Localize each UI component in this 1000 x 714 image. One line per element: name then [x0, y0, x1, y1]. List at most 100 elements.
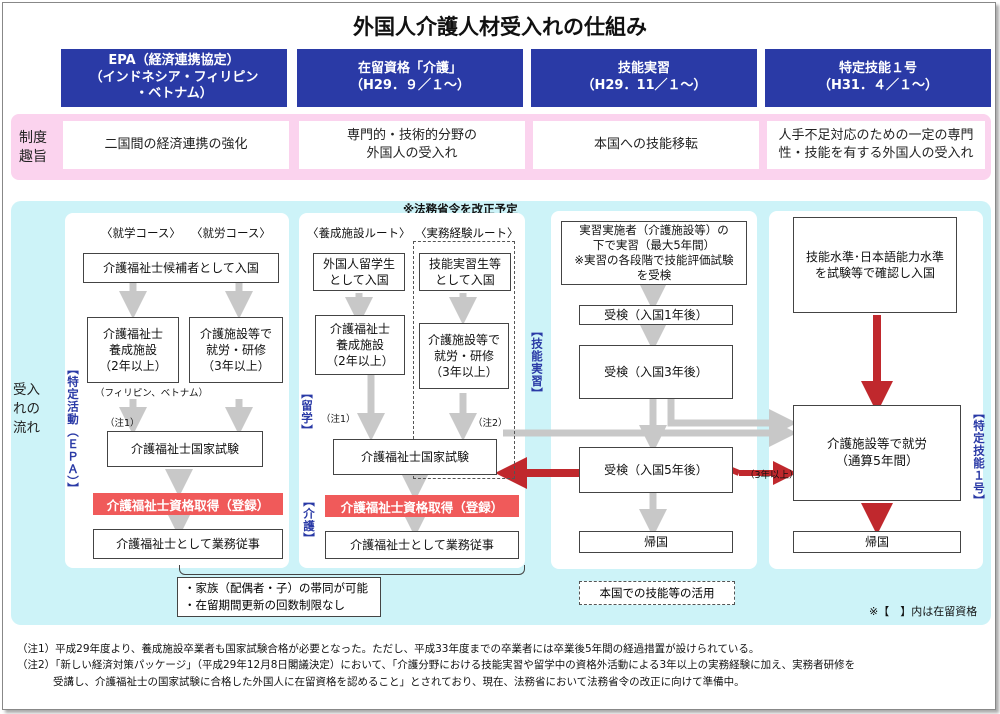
kaigo-route-school: 〈養成施設ルート〉	[307, 226, 411, 240]
epa-school-box: 介護福祉士 養成施設 （2年以上）	[87, 317, 179, 383]
tech-exam3-box: 受検（入国3年後）	[579, 345, 733, 399]
kaigo-status-study: 【留学】	[300, 387, 314, 437]
kaigo-work-l2: 就労・研修	[433, 348, 494, 363]
footnote-2: （注2）「新しい経済対策パッケージ」（平成29年12月8日閣議決定）において、「…	[17, 659, 856, 672]
kaigo-trainee-box: 技能実習生等 として入国	[419, 253, 511, 291]
kaigo-exam-box: 介護福祉士国家試験	[333, 439, 497, 475]
kaigo-school-l2: 養成施設	[335, 337, 384, 352]
header-epa-line3: ・ベトナム）	[135, 86, 213, 102]
tech-status-label: 【技能実習】	[530, 325, 544, 400]
epa-entry-text: 介護福祉士候補者として入国	[103, 260, 259, 275]
header-epa-line2: （インドネシア・フィリピン	[89, 69, 259, 85]
tech-exam3-text: 受検（入国3年後）	[604, 364, 708, 379]
family-bracket	[179, 565, 525, 575]
tech-exam1-box: 受検（入国1年後）	[579, 305, 733, 325]
footnote-1: （注1）平成29年度より、養成施設卒業者も国家試験合格が必要となった。ただし、平…	[17, 643, 760, 655]
kaigo-work-box: 介護施設等で 就労・研修 （3年以上）	[419, 323, 509, 389]
kaigo-exam-text: 介護福祉士国家試験	[360, 449, 469, 464]
epa-status-label: 【特定活動（ＥＰＡ）】	[66, 363, 80, 495]
purpose-epa: 二国間の経済連携の強化	[63, 121, 289, 169]
epa-school-l3: （2年以上）	[99, 359, 167, 374]
epa-note1: （注1）	[105, 418, 140, 429]
header-kaigo-line1: 在留資格「介護」	[357, 61, 462, 77]
kaigo-student-box: 外国人留学生 として入国	[313, 253, 405, 291]
page-title: 外国人介護人材受入れの仕組み	[353, 15, 647, 39]
header-epa-line1: EPA（経済連携協定）	[108, 52, 240, 68]
kaigo-school-l1: 介護福祉士	[329, 321, 390, 336]
header-specified-skilled: 特定技能１号 （H31．４／１～）	[765, 49, 991, 107]
kaigo-trainee-l1: 技能実習生等	[428, 256, 501, 271]
revision-note: ※法務省令を改正予定	[403, 202, 518, 216]
family-line1: ・家族（配偶者・子）の帯同が可能	[184, 581, 368, 595]
ssw-entry-box: 技能水準･日本語能力水準 を試験等で確認し入国	[793, 217, 957, 313]
epa-work-l2: 就労・研修	[205, 342, 266, 357]
tech-return-box: 帰国	[579, 531, 733, 553]
epa-school-l2: 養成施設	[108, 342, 157, 357]
purpose-tech: 本国への技能移転	[533, 121, 759, 169]
epa-work-l1: 介護施設等で	[199, 326, 272, 341]
epa-exam-text: 介護福祉士国家試験	[130, 441, 239, 456]
kaigo-note1: （注1）	[321, 414, 356, 425]
kaigo-route-work: 〈実務経験ルート〉	[415, 226, 519, 240]
epa-school-l1: 介護福祉士	[102, 326, 163, 341]
header-kaigo-line2: （H29．９／１～）	[350, 78, 470, 93]
gray-arrows	[119, 283, 797, 537]
epa-entry-box: 介護福祉士候補者として入国	[83, 253, 279, 283]
header-epa: EPA（経済連携協定） （インドネシア・フィリピン ・ベトナム）	[61, 49, 287, 107]
purpose-ssw-line1: 人手不足対応のための一定の専門	[778, 127, 974, 143]
tech-intro-box: 実習実施者（介護施設等）の 下で実習（最大5年間） ※実習の各段階で技能評価試験…	[561, 221, 747, 285]
legend-note: ※【 】内は在留資格	[869, 605, 978, 618]
arrow-tech-to-ssw	[667, 399, 797, 437]
kaigo-school-box: 介護福祉士 養成施設 （2年以上）	[315, 315, 405, 375]
header-tech-line2: （H29．11／１～）	[581, 78, 707, 93]
flow-label: 受入れの流れ	[13, 382, 40, 436]
purpose-ssw: 人手不足対応のための一定の専門 性・技能を有する外国人の受入れ	[767, 121, 985, 169]
header-kaigo: 在留資格「介護」 （H29．９／１～）	[297, 49, 523, 107]
ssw-work-l2: （通算5年間）	[835, 453, 919, 468]
purpose-ssw-line2: 性・技能を有する外国人の受入れ	[778, 146, 974, 161]
epa-course-study: 〈就学コース〉	[101, 226, 181, 240]
kaigo-school-l3: （2年以上）	[326, 354, 394, 369]
epa-course-work: 〈就労コース〉	[191, 226, 271, 240]
kaigo-student-l1: 外国人留学生	[322, 256, 395, 271]
purpose-label: 制度趣旨	[19, 130, 47, 165]
header-ssw-line2: （H31．４／１～）	[818, 78, 938, 93]
tech-home-use-box: 本国での技能等の活用	[579, 581, 735, 605]
kaigo-work-route-frame	[413, 241, 515, 479]
purpose-tech-text: 本国への技能移転	[593, 136, 698, 152]
kaigo-note2: （注2）	[473, 418, 508, 429]
purpose-epa-text: 二国間の経済連携の強化	[104, 136, 248, 152]
epa-exam-box: 介護福祉士国家試験	[107, 431, 263, 467]
kaigo-work-l3: （3年以上）	[430, 365, 498, 380]
ssw-work-box: 介護施設等で就労 （通算5年間）	[793, 405, 961, 501]
kaigo-job-box: 介護福祉士として業務従事	[325, 531, 519, 559]
ssw-return-box: 帰国	[793, 531, 961, 553]
tech-intro-l1: 実習実施者（介護施設等）の	[579, 223, 729, 238]
epa-qualify-box: 介護福祉士資格取得（登録）	[93, 493, 283, 515]
footnote-2-cont: 受講し、介護福祉士の国家試験に合格した外国人に在留資格を認めること」とされており…	[53, 675, 745, 688]
header-tech-line1: 技能実習	[617, 61, 670, 77]
ssw-status-label: 【特定技能１号】	[972, 407, 986, 507]
epa-countries: （フィリピン、ベトナム）	[95, 388, 208, 399]
tech-exam1-text: 受検（入国1年後）	[604, 307, 708, 322]
tech-exam5-box: 受検（入国5年後）	[579, 447, 733, 493]
epa-job-text: 介護福祉士として業務従事	[116, 536, 260, 551]
kaigo-work-l1: 介護施設等で	[427, 332, 500, 347]
epa-work-box: 介護施設等で 就労・研修 （3年以上）	[189, 317, 283, 383]
tech-return-text: 帰国	[643, 534, 668, 549]
kaigo-job-text: 介護福祉士として業務従事	[350, 537, 494, 552]
header-ssw-line1: 特定技能１号	[838, 61, 917, 77]
footnotes: （注1）平成29年度より、養成施設卒業者も国家試験合格が必要となった。ただし、平…	[17, 641, 989, 690]
kaigo-student-l2: として入国	[329, 273, 389, 287]
tech-intro-l2: 下で実習（最大5年間）	[592, 238, 716, 253]
header-technical-intern: 技能実習 （H29．11／１～）	[531, 49, 757, 107]
ssw-return-text: 帰国	[864, 534, 889, 549]
purpose-kaigo: 専門的・技術的分野の 外国人の受入れ	[299, 121, 525, 169]
family-box: ・家族（配偶者・子）の帯同が可能 ・在留期間更新の回数制限なし	[177, 577, 381, 617]
kaigo-status-kaigo: 【介護】	[302, 495, 316, 545]
ssw-entry-l1: 技能水準･日本語能力水準	[805, 249, 944, 264]
purpose-kaigo-line1: 専門的・技術的分野の	[346, 127, 477, 143]
tech-three-years: （3年以上）	[745, 470, 799, 481]
purpose-kaigo-line2: 外国人の受入れ	[366, 146, 458, 161]
